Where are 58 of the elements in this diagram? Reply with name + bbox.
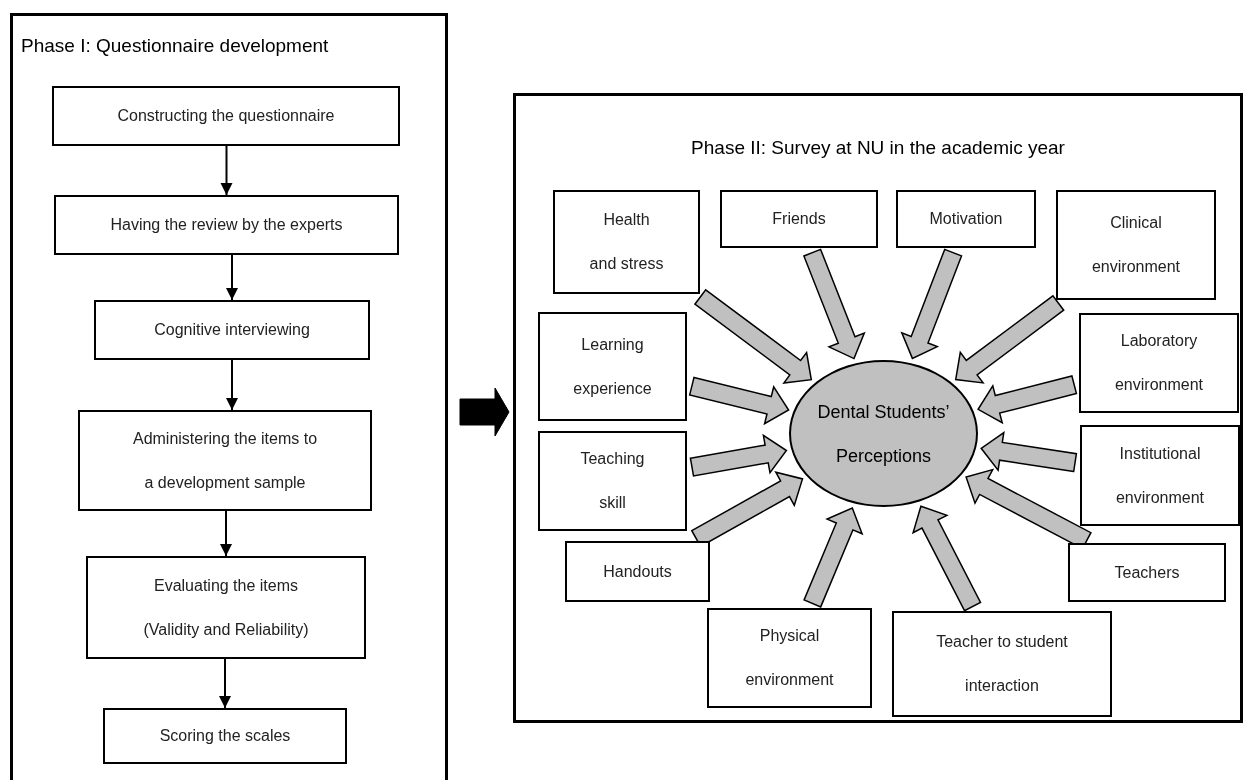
factor-box bbox=[892, 611, 1112, 717]
block-arrow bbox=[802, 248, 866, 360]
box-label: Learning experience bbox=[572, 334, 653, 399]
box-label: Having the review by the experts bbox=[110, 215, 343, 235]
process-box bbox=[103, 708, 347, 764]
panel-heading: Phase I: Questionnaire development bbox=[21, 34, 329, 58]
arrow bbox=[226, 359, 238, 411]
box-label: Physical environment bbox=[744, 626, 835, 690]
process-box bbox=[94, 300, 370, 360]
factor-box bbox=[1056, 190, 1216, 300]
block-arrow bbox=[980, 431, 1078, 473]
arrow bbox=[220, 510, 232, 557]
phase-panel bbox=[10, 13, 448, 780]
arrow bbox=[220, 145, 233, 196]
arrow bbox=[226, 254, 238, 301]
block-arrow bbox=[803, 507, 864, 608]
block-arrow bbox=[977, 375, 1078, 425]
block-arrow bbox=[954, 294, 1065, 384]
panel-heading: Phase II: Survey at NU in the academic year bbox=[690, 136, 1066, 160]
block-arrow bbox=[688, 376, 790, 426]
factor-box bbox=[553, 190, 700, 294]
box-label: Laboratory environment bbox=[1113, 331, 1204, 395]
box-label: Friends bbox=[772, 209, 826, 229]
box-label: Teaching skill bbox=[579, 449, 646, 513]
factor-box bbox=[1068, 543, 1226, 602]
box-label: Clinical environment bbox=[1090, 213, 1181, 277]
box-label: Health and stress bbox=[589, 210, 664, 274]
factor-box bbox=[896, 190, 1036, 248]
box-label: Teachers bbox=[1114, 562, 1180, 583]
phase-panel bbox=[513, 93, 1243, 723]
ellipse-label: Dental Students’ Perceptions bbox=[816, 400, 951, 468]
factor-box bbox=[707, 608, 872, 708]
box-label: Cognitive interviewing bbox=[154, 320, 310, 340]
box-label: Constructing the questionnaire bbox=[117, 106, 335, 126]
box-label: Teacher to student interaction bbox=[935, 632, 1069, 696]
box-label: Motivation bbox=[929, 209, 1003, 229]
block-arrow bbox=[911, 505, 982, 612]
factor-box bbox=[538, 312, 687, 421]
process-box bbox=[78, 410, 372, 511]
process-box bbox=[86, 556, 366, 659]
factor-box bbox=[720, 190, 878, 248]
factor-box bbox=[1080, 425, 1240, 526]
factor-box bbox=[538, 431, 687, 531]
perception-ellipse bbox=[789, 360, 978, 507]
arrow bbox=[219, 658, 231, 709]
process-box bbox=[54, 195, 399, 255]
box-label: Administering the items to a development sample bbox=[131, 428, 319, 493]
process-box bbox=[52, 86, 400, 146]
block-arrow bbox=[900, 248, 963, 360]
box-label: Institutional environment bbox=[1114, 443, 1205, 508]
block-arrow bbox=[459, 387, 510, 437]
box-label: Handouts bbox=[603, 561, 672, 582]
block-arrow bbox=[689, 433, 788, 477]
block-arrow bbox=[693, 288, 813, 384]
box-label: Scoring the scales bbox=[159, 726, 291, 746]
factor-box bbox=[1079, 313, 1239, 413]
box-label: Evaluating the items (Validity and Reliability) bbox=[142, 575, 310, 640]
factor-box bbox=[565, 541, 710, 602]
